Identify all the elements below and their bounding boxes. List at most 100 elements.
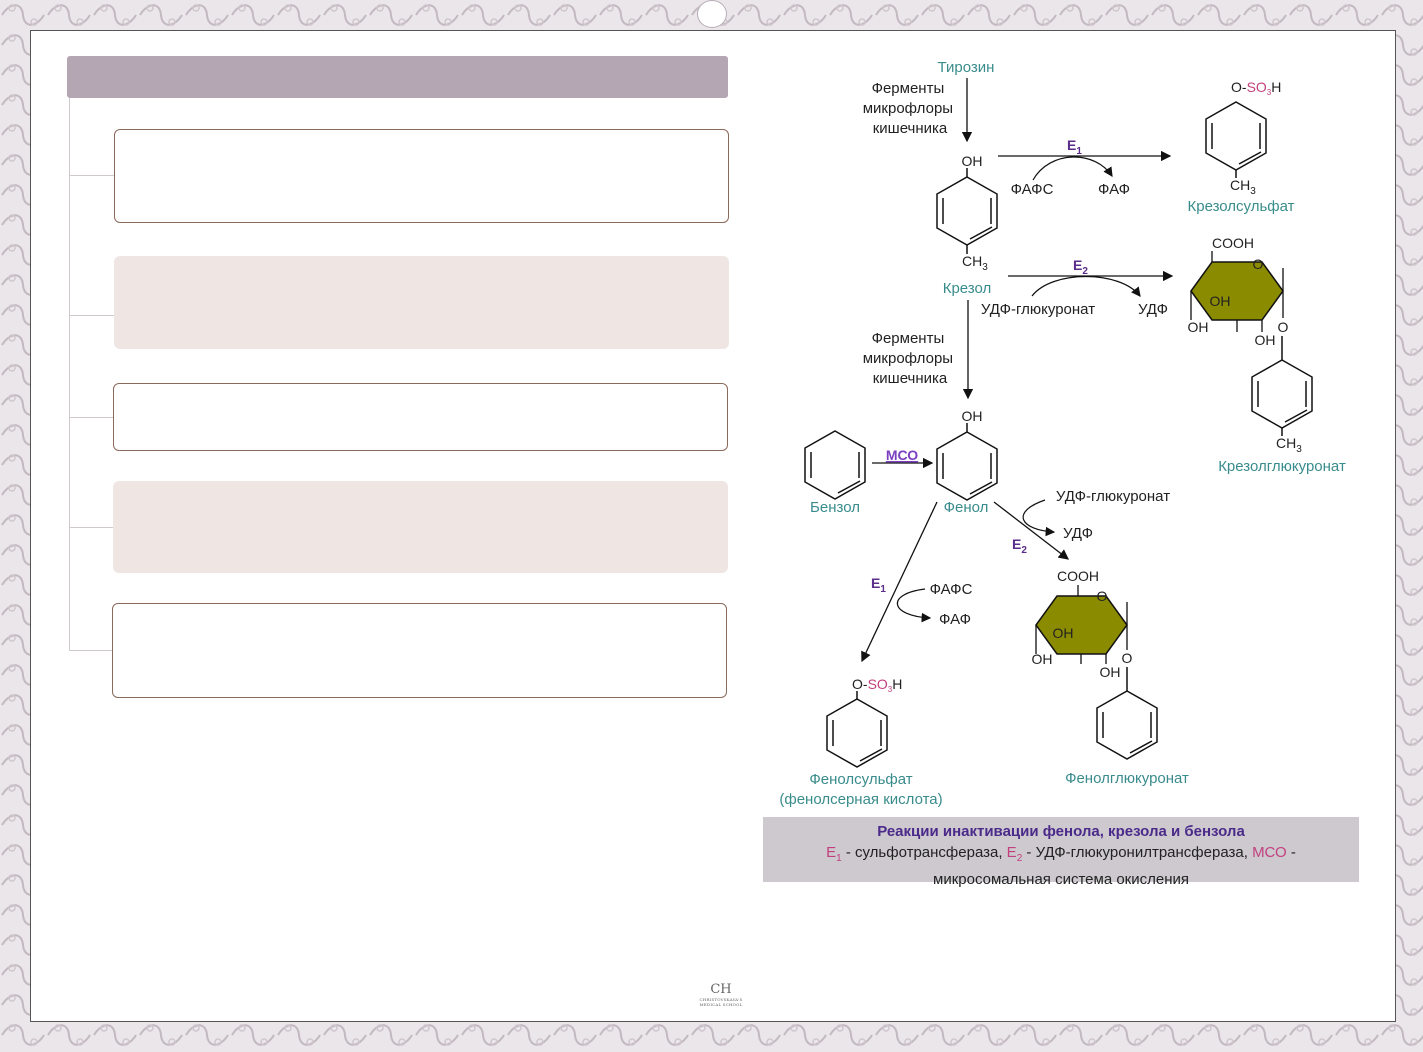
cresol-oh: OH bbox=[962, 153, 983, 169]
logo-monogram: CH bbox=[710, 982, 732, 997]
tree-branch-1 bbox=[69, 175, 114, 176]
udp-bottom: УДФ bbox=[1063, 525, 1093, 542]
enzymes-line-2: микрофлоры bbox=[863, 100, 953, 117]
e2-top-sub: 2 bbox=[1082, 266, 1088, 277]
glucuronide-bottom-oh-bottom: OH bbox=[1100, 664, 1121, 680]
e2-bottom-sub: 2 bbox=[1021, 545, 1027, 556]
scheme-caption: Реакции инактивации фенола, крезола и бе… bbox=[763, 817, 1359, 888]
phenolglucuronate-ring bbox=[1096, 667, 1158, 760]
cresol-ch3-text: CH bbox=[962, 253, 982, 269]
enzymes2-line-2: микрофлоры bbox=[863, 350, 953, 367]
e1-bottom: E1 bbox=[871, 575, 886, 595]
e2-bottom-letter: E bbox=[1012, 536, 1021, 552]
pap-top: ФАФ bbox=[1098, 181, 1130, 198]
phenolsulfate-o: O- bbox=[852, 676, 868, 692]
udp-glucuronate-top: УДФ-глюкуронат bbox=[981, 301, 1095, 318]
logo-line-1: CHRISTOVSKAYA'S bbox=[699, 997, 743, 1002]
phenol-ring bbox=[936, 423, 998, 501]
empty-box-1 bbox=[114, 129, 729, 223]
enzymes-line-3: кишечника bbox=[873, 120, 948, 137]
arrow-phenol-glucuronate bbox=[993, 501, 1070, 560]
phenolsulfate-h: H bbox=[892, 676, 902, 692]
benzene-label: Бензол bbox=[810, 499, 860, 516]
cresolglucuronate-ch3-text: CH bbox=[1276, 435, 1296, 451]
enzymes-label-2: Ферменты микрофлоры кишечника bbox=[863, 330, 958, 387]
glucuronide-bottom-o-link: O bbox=[1122, 650, 1133, 666]
cresolsulfate-sub3: 3 bbox=[1267, 88, 1272, 97]
phenol-label: Фенол bbox=[944, 499, 989, 516]
cresolsulfate-ring bbox=[1205, 101, 1267, 178]
phenolsulfate-sub3: 3 bbox=[888, 685, 893, 694]
e1-top-letter: E bbox=[1067, 137, 1076, 153]
caption-mso-desc: - bbox=[1286, 844, 1296, 861]
glucuronide-top-oh-center: OH bbox=[1210, 293, 1231, 309]
udp-curve-bottom bbox=[1022, 499, 1056, 537]
cresolsulfate-label: Крезолсульфат bbox=[1187, 198, 1294, 215]
caption-e2-sub: 2 bbox=[1016, 853, 1023, 864]
tyrosine-label: Тирозин bbox=[938, 59, 995, 76]
phenolsulfate-label: Фенолсульфат bbox=[809, 771, 912, 788]
top-ornament-circle bbox=[697, 0, 727, 28]
phenolsulfate-ring bbox=[826, 691, 888, 768]
tree-branch-4 bbox=[69, 527, 113, 528]
paps-top: ФАФС bbox=[1011, 181, 1054, 198]
school-logo: CH CHRISTOVSKAYA'S MEDICAL SCHOOL bbox=[694, 982, 748, 1008]
caption-e1-label: E bbox=[826, 844, 837, 861]
cresol-label: Крезол bbox=[943, 280, 992, 297]
cresolsulfate-o: O- bbox=[1231, 79, 1247, 95]
glucuronide-ring-bottom bbox=[1035, 585, 1128, 664]
cresol-ch3-sub: 3 bbox=[982, 262, 988, 273]
pap-bottom: ФАФ bbox=[939, 611, 971, 628]
mso-label: МСО bbox=[886, 447, 918, 463]
empty-header-bar bbox=[67, 56, 728, 98]
caption-e1-sub: 1 bbox=[836, 853, 842, 864]
phenolsulfate-alt-label: (фенолсерная кислота) bbox=[779, 791, 942, 808]
caption-mso-label: МСО bbox=[1252, 844, 1287, 861]
glucuronide-bottom-oh-left: OH bbox=[1032, 651, 1053, 667]
cresolglucuronate-ring bbox=[1251, 336, 1313, 436]
e2-bottom: E2 bbox=[1012, 536, 1027, 556]
paps-curve-top bbox=[1032, 156, 1113, 181]
empty-box-4 bbox=[113, 481, 728, 573]
glucuronide-top-cooh: COOH bbox=[1212, 235, 1254, 251]
caption-title: Реакции инактивации фенола, крезола и бе… bbox=[877, 823, 1245, 840]
glucuronide-top-o-link: O bbox=[1278, 319, 1289, 335]
glucuronide-ring-top bbox=[1190, 251, 1284, 332]
cresol-ring bbox=[936, 168, 998, 254]
caption-e1-desc: - сульфотрансфераза, bbox=[841, 844, 1007, 861]
benzene-ring bbox=[804, 430, 866, 500]
tree-branch-3 bbox=[69, 417, 113, 418]
phenol-oh: OH bbox=[962, 408, 983, 424]
cresolglucuronate-label: Крезолглюкуронат bbox=[1218, 458, 1346, 475]
e1-bottom-letter: E bbox=[871, 575, 880, 591]
enzymes-line-1: Ферменты bbox=[872, 80, 945, 97]
tree-branch-2 bbox=[69, 315, 114, 316]
paps-curve-bottom bbox=[896, 588, 932, 623]
glucuronide-top-ring-o: O bbox=[1253, 256, 1264, 272]
empty-box-2 bbox=[114, 256, 729, 349]
e2-top: E2 bbox=[1073, 257, 1088, 277]
empty-box-3 bbox=[113, 383, 728, 451]
udp-glucuronate-bottom: УДФ-глюкуронат bbox=[1056, 488, 1170, 505]
caption-e2-label: E bbox=[1006, 844, 1017, 861]
glucuronide-bottom-oh-center: OH bbox=[1053, 625, 1074, 641]
cresol-ch3: CH3 bbox=[962, 253, 988, 273]
phenolsulfate-o-so3h: O-SO3H bbox=[852, 676, 902, 694]
enzymes2-line-3: кишечника bbox=[873, 370, 948, 387]
enzymes2-line-1: Ферменты bbox=[872, 330, 945, 347]
glucuronide-top-oh-bottom: OH bbox=[1255, 332, 1276, 348]
e2-top-letter: E bbox=[1073, 257, 1082, 273]
empty-box-5 bbox=[112, 603, 727, 698]
paps-bottom: ФАФС bbox=[930, 581, 973, 598]
cresolsulfate-o-so3h: O-SO3H bbox=[1231, 79, 1281, 97]
e1-top-sub: 1 bbox=[1076, 146, 1082, 157]
caption-line-3: микросомальная система окисления bbox=[933, 871, 1189, 888]
phenolsulfate-so: SO bbox=[868, 676, 888, 692]
cresolsulfate-ch3-sub: 3 bbox=[1250, 186, 1256, 197]
caption-e2-desc: - УДФ-глюкуронилтрансфераза, bbox=[1022, 844, 1253, 861]
tree-vertical-line bbox=[69, 98, 70, 650]
tree-branch-5 bbox=[69, 650, 112, 651]
cresolsulfate-ch3: CH3 bbox=[1230, 177, 1256, 197]
cresolsulfate-ch3-text: CH bbox=[1230, 177, 1250, 193]
cresolsulfate-h: H bbox=[1271, 79, 1281, 95]
